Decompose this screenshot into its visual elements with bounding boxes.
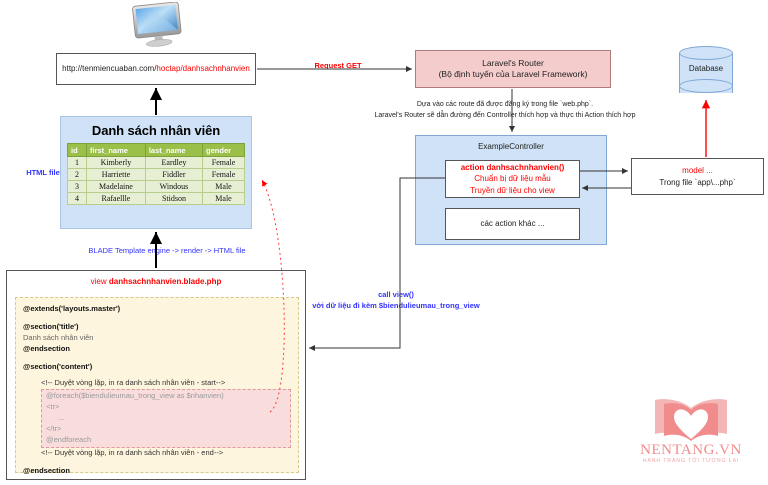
desktop-monitor-icon [124, 1, 190, 48]
url-host: http://tenmiencuaban.com/ [62, 63, 157, 73]
router-line1: Laravel's Router [482, 57, 544, 68]
code-line-tr-open: <tr> [46, 402, 60, 412]
employee-table: id first_name last_name gender 1 Kimberl… [67, 143, 245, 205]
url-path: hoctap/danhsachnhanvien [156, 63, 250, 73]
router-note-line1: Dựa vào các route đã được đăng ký trong … [416, 101, 594, 108]
col-last-name: last_name [144, 143, 204, 157]
view-title-prefix: view [90, 277, 109, 286]
cell-first-name: Kimberly [86, 156, 146, 169]
cell-gender: Male [202, 180, 245, 193]
view-panel-title: view danhsachnhanvien.blade.php [7, 271, 305, 290]
database-top-ellipse [679, 46, 733, 60]
cell-gender: Male [202, 192, 245, 205]
other-actions-label: các action khác ... [480, 218, 545, 228]
label-html-file: HTML file [26, 168, 60, 177]
col-first-name: first_name [86, 143, 146, 157]
code-line-section-title: @section('title') [23, 321, 79, 331]
code-line-endsection-content: @endsection [23, 465, 70, 475]
cell-last-name: Fiddler [144, 168, 204, 181]
action-line2: Chuẩn bị dữ liệu mẫu [474, 174, 551, 184]
laravel-router-box: Laravel's Router (Bộ định tuyến của Lara… [415, 50, 611, 88]
logo-name: NENTANG.VN [640, 442, 742, 458]
code-line-endforeach: @endforeach [46, 434, 92, 444]
nentang-logo: NENTANG.VN HÀNH TRANG TỚI TƯƠNG LAI [628, 398, 754, 468]
table-header-row: id first_name last_name gender [67, 143, 245, 157]
cell-id: 1 [67, 156, 87, 169]
blade-foreach-block: @foreach($biendulieumau_trong_view as $n… [41, 389, 291, 448]
result-heading: Danh sách nhân viên [91, 123, 221, 138]
cell-gender: Female [202, 156, 245, 169]
label-call-view-line1: call view() [378, 290, 414, 299]
cell-last-name: Windous [144, 180, 204, 193]
browser-url-bar[interactable]: http://tenmiencuaban.com/hoctap/danhsach… [56, 53, 256, 85]
label-blade-render: BLADE Template engine -> render -> HTML … [72, 246, 262, 255]
table-row: 4 Rafaellle Stidson Male [67, 192, 245, 205]
model-line1: model ... [682, 166, 713, 176]
cell-gender: Female [202, 168, 245, 181]
view-title-file: danhsachnhanvien.blade.php [108, 277, 222, 286]
controller-other-actions-box[interactable]: các action khác ... [445, 208, 580, 240]
code-line-ellipsis: ... [58, 413, 65, 422]
code-line-foreach: @foreach($biendulieumau_trong_view as $n… [46, 391, 224, 401]
table-row: 3 Madelaine Windous Male [67, 180, 245, 193]
table-row: 2 Harriette Fiddler Female [67, 168, 245, 181]
label-request-get: Request GET [308, 61, 368, 70]
code-line-extends: @extends('layouts.master') [23, 304, 121, 313]
blade-code-block[interactable]: @extends('layouts.master') @section('tit… [15, 297, 299, 475]
logo-tagline: HÀNH TRANG TỚI TƯƠNG LAI [642, 458, 740, 464]
code-line-section-content: @section('content') [23, 361, 93, 371]
model-box: model ... Trong file `app\...php` [631, 158, 764, 195]
label-call-view-line2: với dữ liệu đi kèm $biendulieumau_trong_… [312, 300, 480, 310]
action-line3: Truyền dữ liệu cho view [470, 185, 555, 195]
col-id: id [67, 143, 87, 157]
cell-last-name: Stidson [144, 192, 204, 205]
cell-first-name: Rafaellle [86, 192, 146, 205]
database-bottom-ellipse [679, 79, 733, 93]
router-note-line2: Laravel's Router sẽ dẫn đường đến Contro… [374, 111, 636, 119]
database-label: Database [688, 64, 724, 73]
model-line2: Trong file `app\...php` [659, 177, 736, 187]
controller-title: ExampleController [478, 142, 544, 151]
cell-id: 3 [67, 180, 87, 193]
table-row: 1 Kimberly Eardley Female [67, 156, 245, 169]
cell-first-name: Madelaine [86, 180, 146, 193]
action-line1: action danhsachnhanvien() [460, 163, 565, 173]
code-line-comment-end: <!-- Duyệt vòng lặp, in ra danh sách nhâ… [41, 447, 224, 457]
router-note: Dựa vào các route đã được đăng ký trong … [340, 100, 670, 121]
code-line-comment-start: <!-- Duyệt vòng lặp, in ra danh sách nhâ… [41, 378, 226, 388]
code-line-title-text: Danh sách nhân viên [23, 332, 94, 342]
blade-view-panel: view danhsachnhanvien.blade.php @extends… [6, 270, 306, 480]
cell-first-name: Harriette [86, 168, 146, 181]
rendered-result-panel: Danh sách nhân viên id first_name last_n… [60, 116, 252, 229]
router-line2: (Bộ định tuyến của Laravel Framework) [438, 69, 588, 79]
code-line-tr-close: </tr> [46, 423, 62, 433]
cell-id: 4 [67, 192, 87, 205]
controller-action-box[interactable]: action danhsachnhanvien() Chuẩn bị dữ li… [445, 160, 580, 198]
database-cylinder: Database [679, 46, 733, 99]
col-gender: gender [202, 143, 245, 157]
book-heart-icon [655, 399, 727, 441]
cell-last-name: Eardley [144, 156, 204, 169]
code-line-endsection-title: @endsection [23, 343, 70, 353]
